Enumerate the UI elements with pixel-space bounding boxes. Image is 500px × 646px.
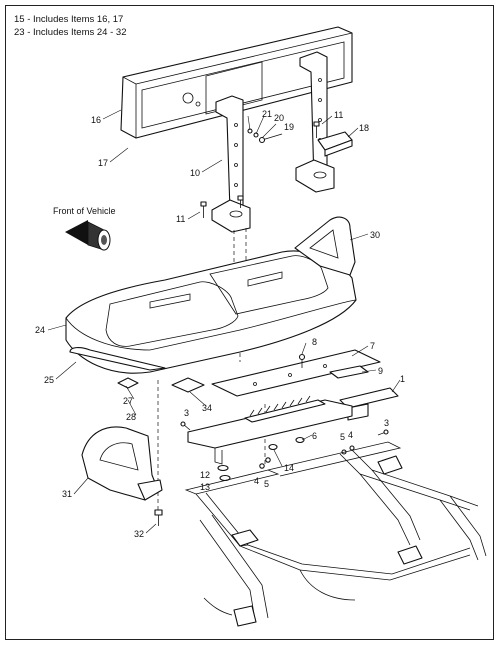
washer-12-13 — [217, 464, 231, 482]
diagram-frame — [5, 5, 494, 640]
callout-21: 21 — [262, 109, 272, 119]
note-line-1: 15 - Includes Items 16, 17 — [14, 14, 124, 25]
callout-4-lower: 4 — [254, 476, 259, 486]
plate-34 — [171, 377, 205, 393]
callout-7: 7 — [370, 341, 375, 351]
front-of-vehicle-label: Front of Vehicle — [53, 206, 116, 216]
seat-base-frame — [187, 395, 353, 465]
fastener-3-left — [180, 421, 191, 431]
seat-back — [120, 26, 353, 139]
vehicle-frame — [184, 441, 487, 627]
callout-27: 27 — [123, 396, 133, 406]
callout-13: 13 — [200, 482, 210, 492]
callout-16: 16 — [91, 115, 101, 125]
plate-27 — [117, 377, 139, 389]
nut-14 — [268, 443, 278, 451]
plate-7 — [211, 349, 381, 397]
callout-34: 34 — [202, 403, 212, 413]
bolt-32 — [154, 509, 163, 526]
callout-20: 20 — [274, 113, 284, 123]
nut-6 — [295, 436, 305, 444]
fastener-8 — [298, 353, 306, 368]
callout-4-right: 4 — [348, 430, 353, 440]
callout-3-right: 3 — [384, 418, 389, 428]
callout-9: 9 — [378, 366, 383, 376]
callout-19: 19 — [284, 122, 294, 132]
callout-32: 32 — [134, 529, 144, 539]
callout-11-lower: 11 — [176, 214, 185, 224]
callout-12: 12 — [200, 470, 210, 480]
mounting-plate-25 — [69, 347, 166, 371]
callout-11-upper: 11 — [334, 110, 343, 120]
seat-bottom-cushion — [65, 250, 357, 374]
callout-1: 1 — [400, 374, 405, 384]
grab-handle-right — [294, 216, 356, 276]
front-of-vehicle-arrow-icon — [65, 220, 111, 251]
bracket-18 — [317, 131, 353, 157]
callout-10: 10 — [190, 168, 200, 178]
fastener-3-right — [377, 429, 389, 436]
callout-3-left: 3 — [184, 408, 189, 418]
leader-lines — [47, 109, 401, 534]
callout-24: 24 — [35, 325, 45, 335]
callout-17: 17 — [98, 158, 108, 168]
grab-handle-left — [81, 426, 163, 501]
callout-18: 18 — [359, 123, 369, 133]
callout-5-lower: 5 — [264, 479, 269, 489]
bolt-11-lower — [200, 195, 244, 218]
hardware-19-20-21 — [247, 128, 283, 144]
callout-labels: 16 17 10 11 18 20 21 19 11 30 24 25 27 2… — [35, 109, 405, 539]
bolt-11-upper — [313, 121, 320, 138]
callout-8: 8 — [312, 337, 317, 347]
callout-25: 25 — [44, 375, 54, 385]
callout-6: 6 — [312, 431, 317, 441]
seat-back-bracket-right — [295, 51, 335, 193]
callout-31: 31 — [62, 489, 72, 499]
plate-9 — [329, 365, 369, 379]
callout-14: 14 — [284, 463, 294, 473]
fastener-4-5-lower — [259, 457, 271, 469]
callout-30: 30 — [370, 230, 380, 240]
callout-28: 28 — [126, 412, 136, 422]
callout-5-right: 5 — [340, 432, 345, 442]
note-line-2: 23 - Includes Items 24 - 32 — [14, 27, 127, 38]
bracket-1 — [339, 387, 399, 421]
